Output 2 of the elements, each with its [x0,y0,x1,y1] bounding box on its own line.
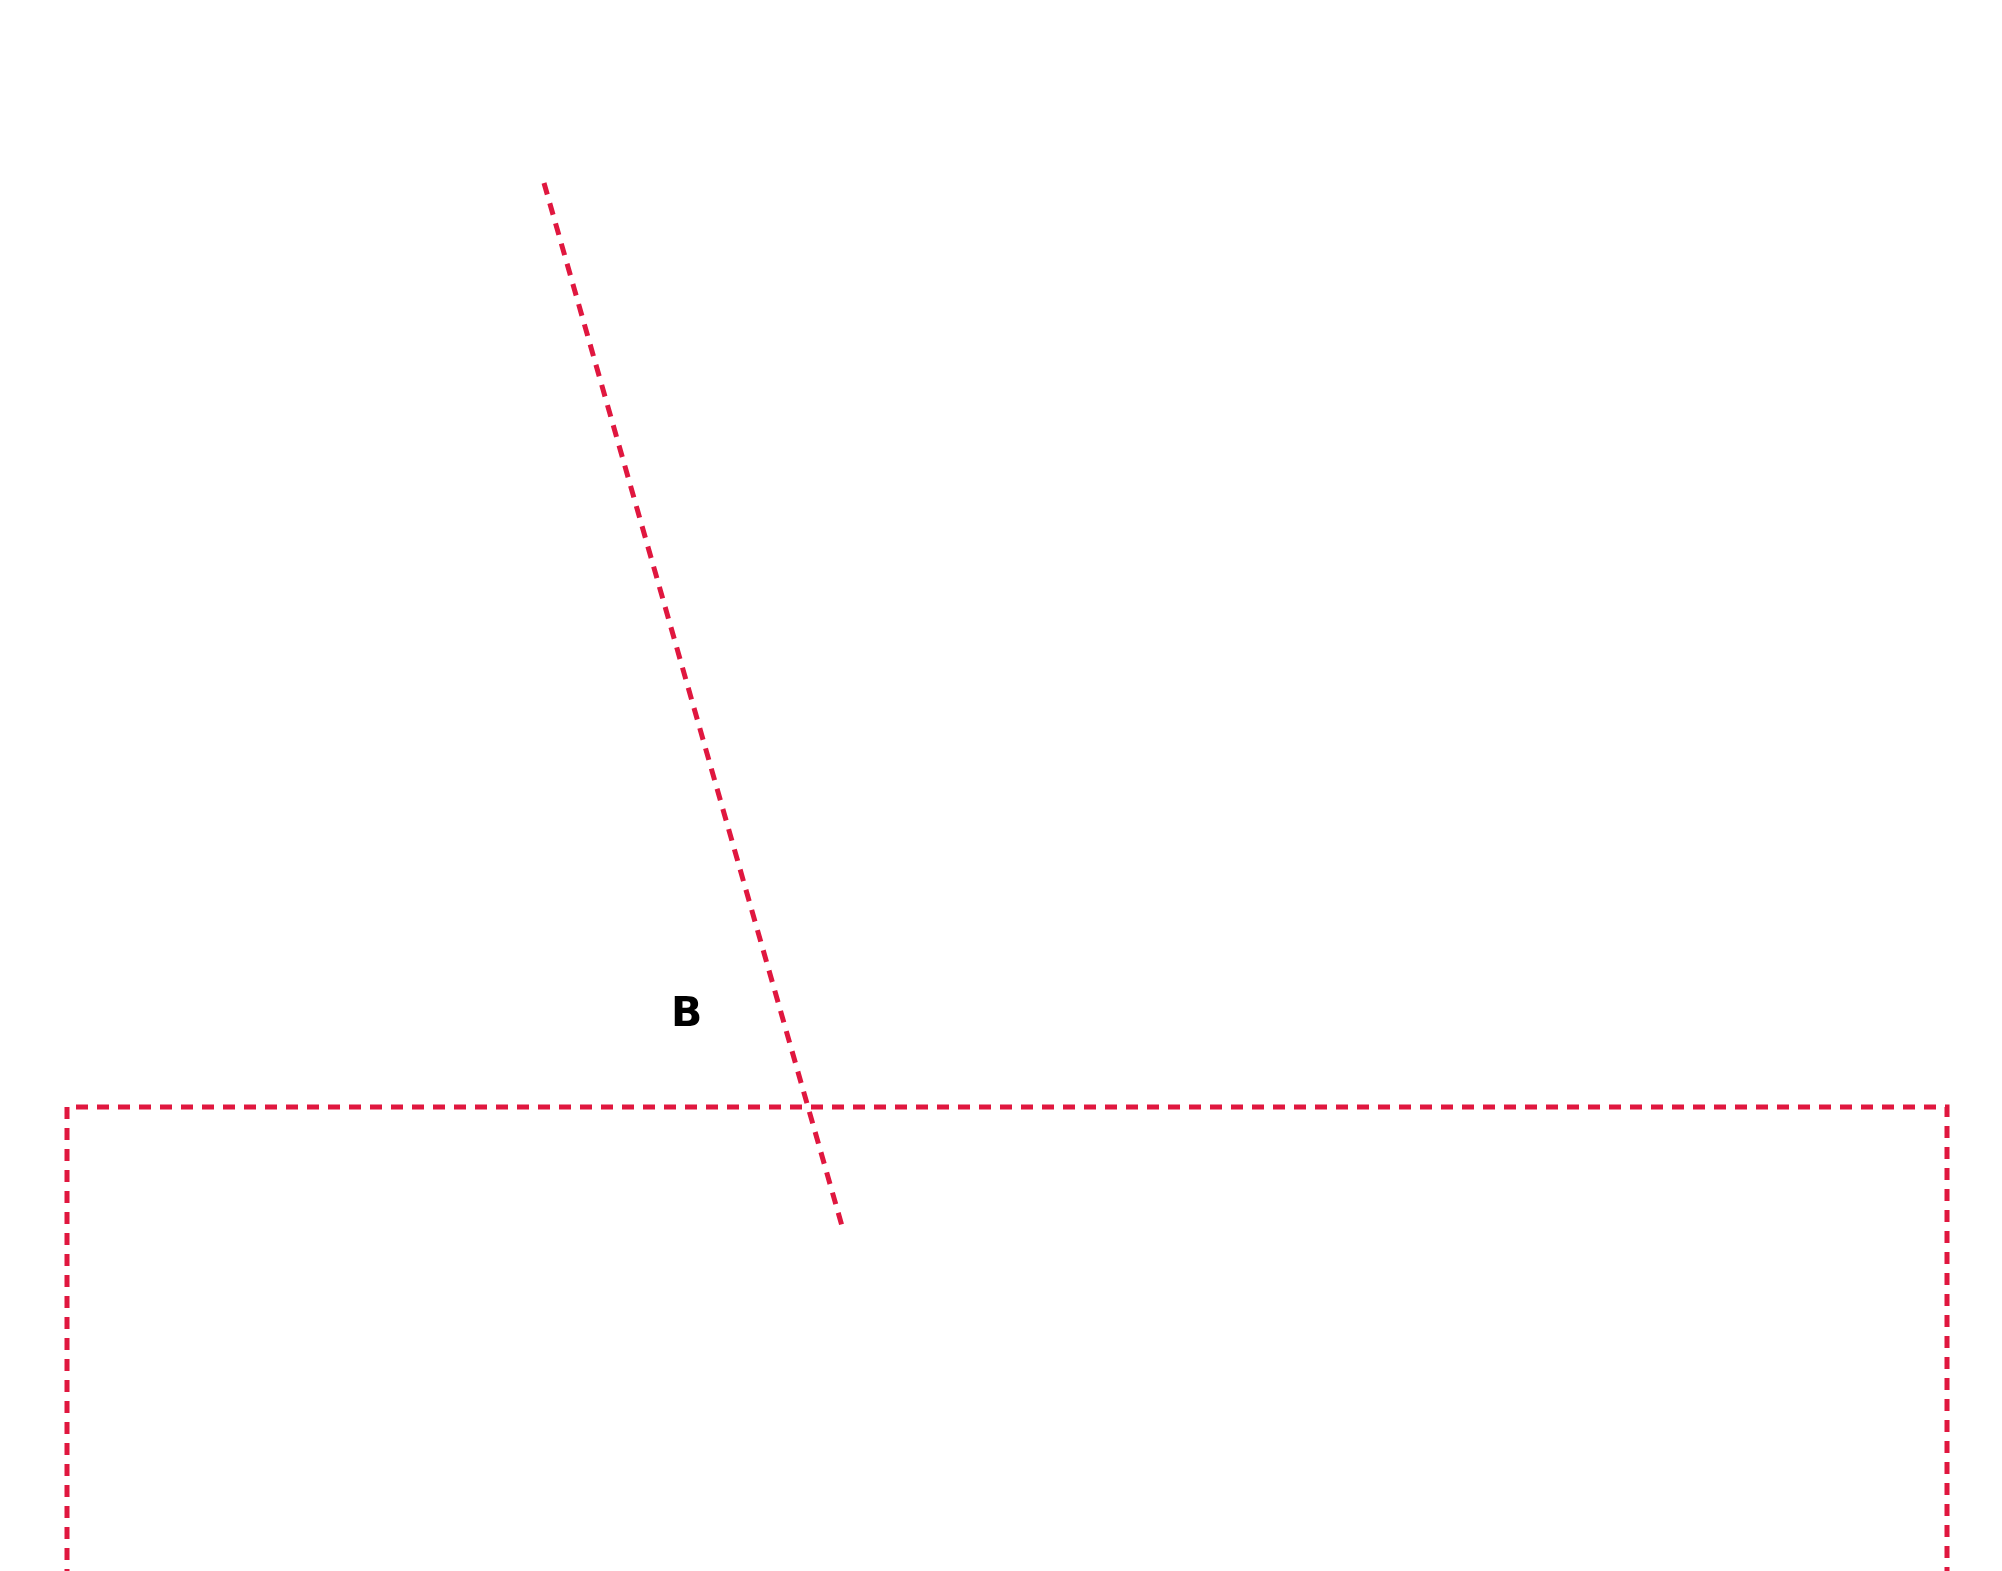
section-label: B [671,992,703,1033]
dashed-frame [64,1104,1950,1571]
